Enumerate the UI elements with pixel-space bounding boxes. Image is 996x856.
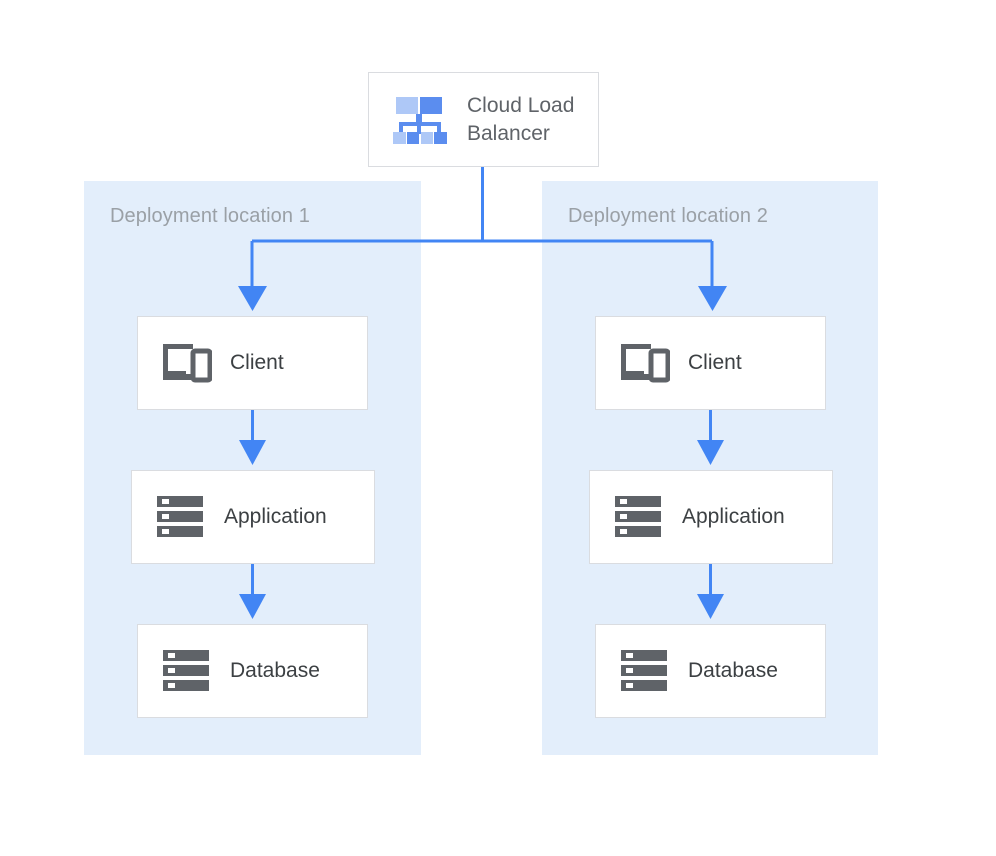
cloud-load-balancer-node[interactable]: Cloud Load Balancer [368, 72, 599, 167]
server-stack-icon [616, 643, 672, 699]
application-node-zone-1-label: Application [224, 505, 327, 528]
client-node-zone-2-label: Client [688, 351, 742, 374]
application-node-zone-1[interactable]: Application [131, 470, 375, 564]
deployment-zone-2-label: Deployment location 2 [568, 205, 768, 227]
application-node-zone-2[interactable]: Application [589, 470, 833, 564]
client-node-zone-2[interactable]: Client [595, 316, 826, 410]
client-node-zone-1[interactable]: Client [137, 316, 368, 410]
hierarchy-tree-icon [389, 89, 451, 151]
server-stack-icon [152, 489, 208, 545]
devices-icon [616, 335, 672, 391]
database-node-zone-1-label: Database [230, 659, 320, 682]
cloud-load-balancer-label: Cloud Load Balancer [467, 93, 575, 145]
deployment-zone-1-label: Deployment location 1 [110, 205, 310, 227]
server-stack-icon [610, 489, 666, 545]
database-node-zone-1[interactable]: Database [137, 624, 368, 718]
application-node-zone-2-label: Application [682, 505, 785, 528]
server-stack-icon [158, 643, 214, 699]
database-node-zone-2[interactable]: Database [595, 624, 826, 718]
database-node-zone-2-label: Database [688, 659, 778, 682]
devices-icon [158, 335, 214, 391]
client-node-zone-1-label: Client [230, 351, 284, 374]
